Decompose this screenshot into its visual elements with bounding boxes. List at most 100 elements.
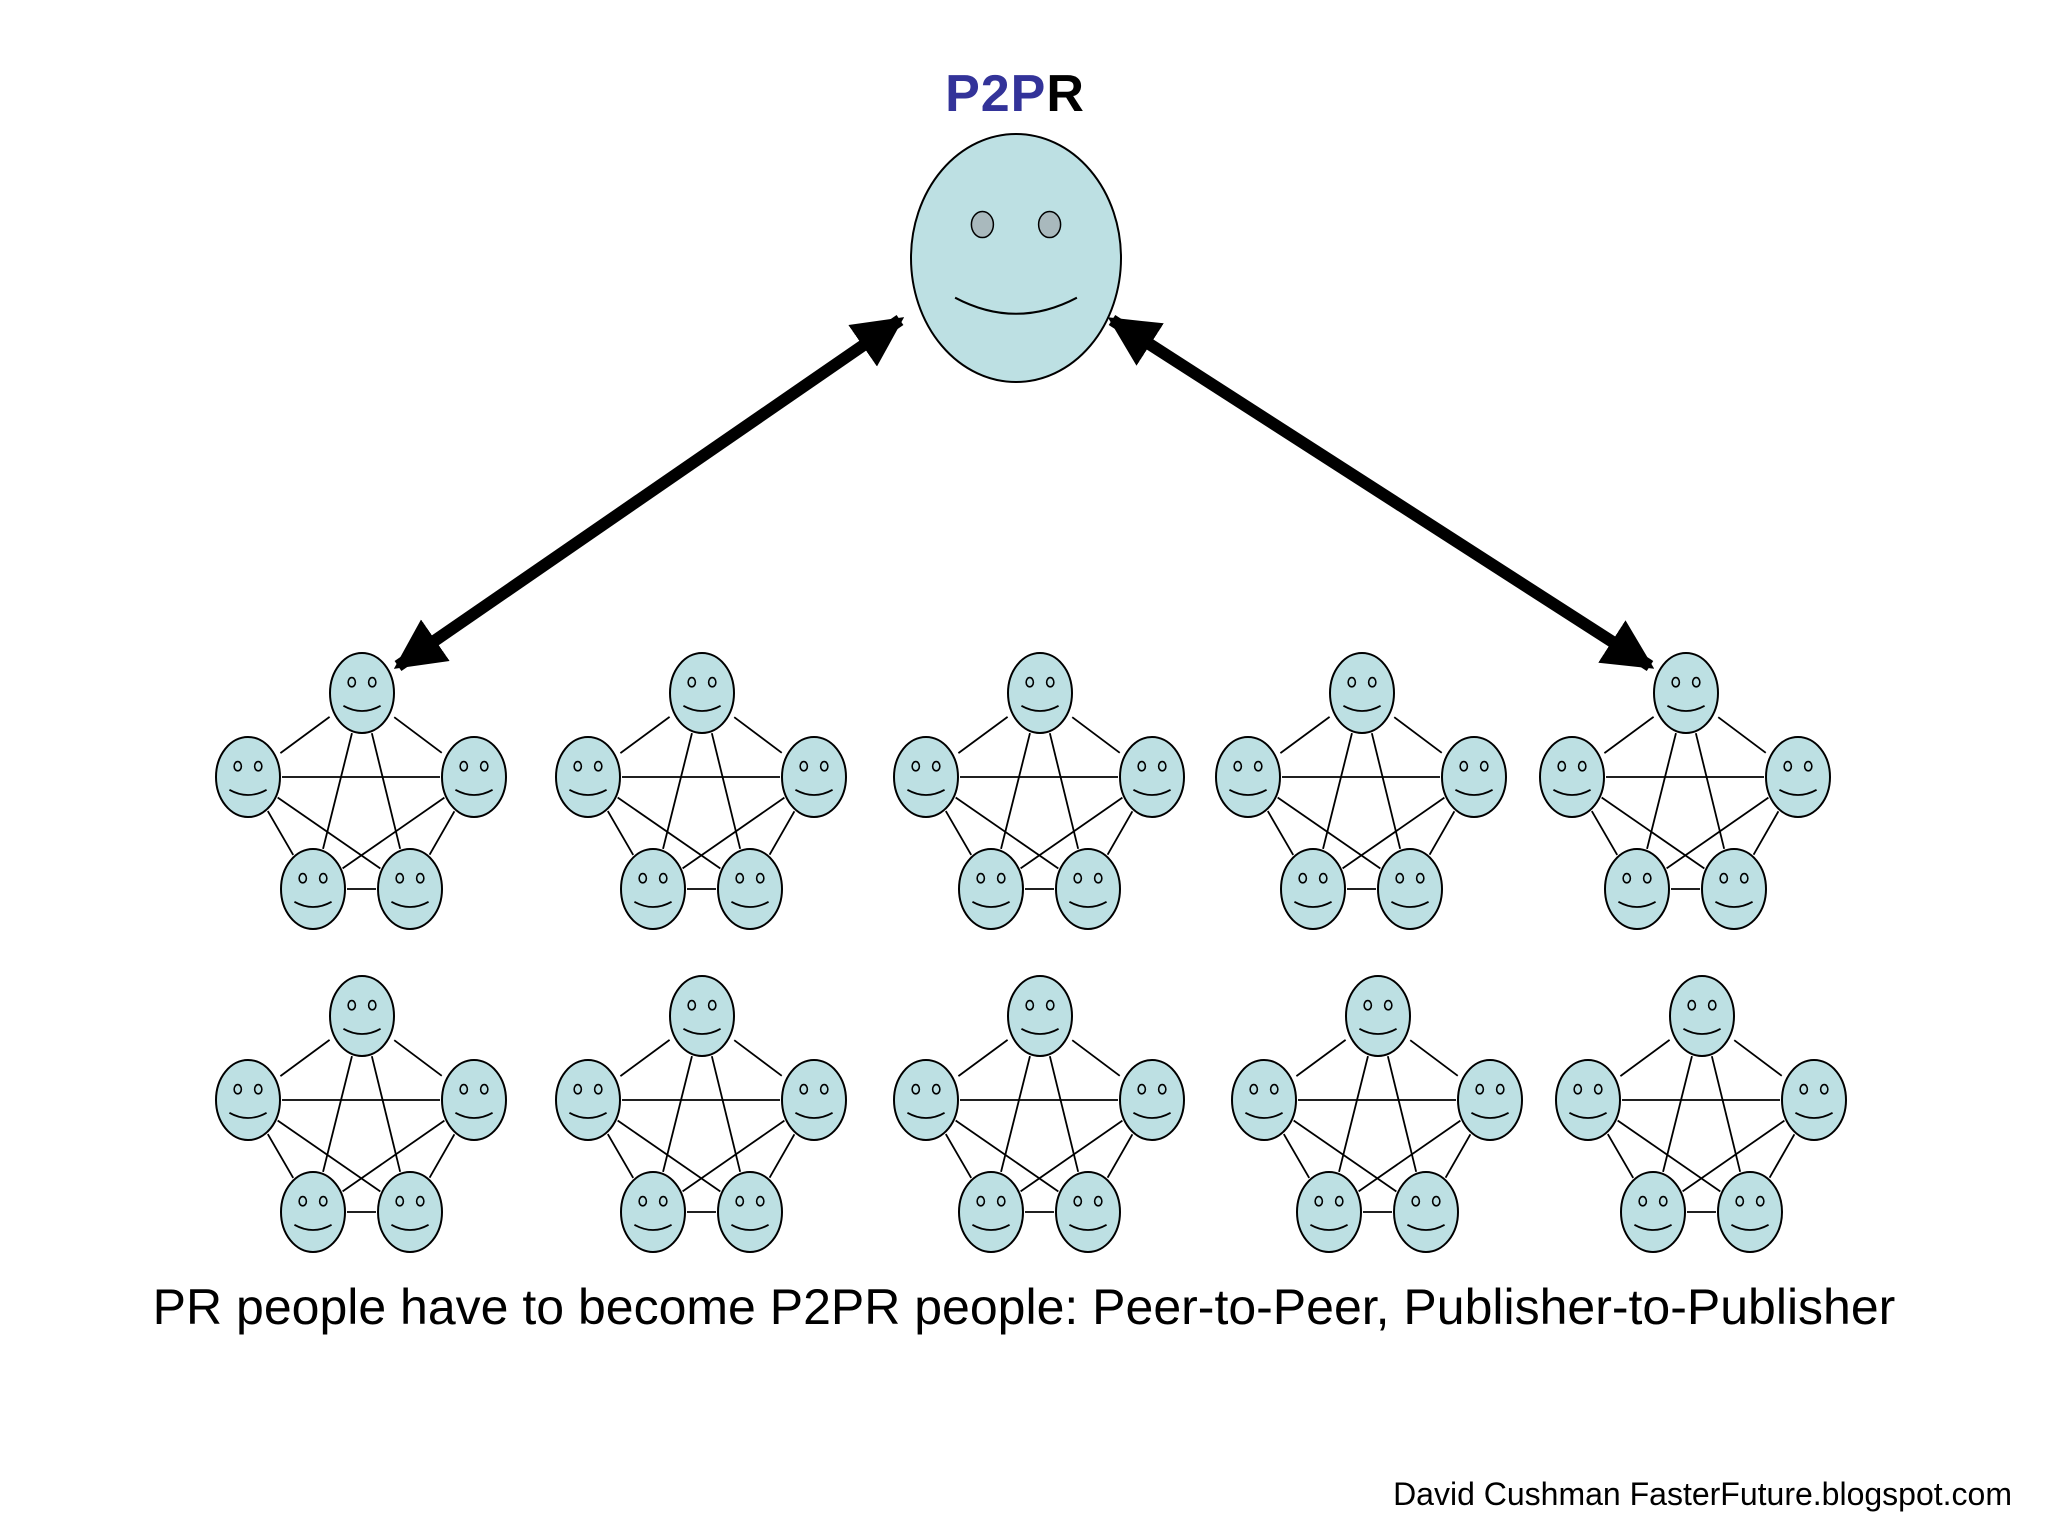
peer-link (322, 1055, 353, 1173)
peer-link (619, 1039, 671, 1077)
face-outline (1119, 736, 1185, 818)
eye-right (1045, 999, 1055, 1011)
peer-face (215, 1059, 281, 1141)
peer-face (893, 1059, 959, 1141)
hub-face (910, 133, 1122, 383)
peer-link (277, 796, 381, 870)
face-outline (717, 848, 783, 930)
smile (1634, 1224, 1672, 1231)
peer-link (1428, 810, 1456, 856)
eye-right (367, 999, 377, 1011)
peer-link (662, 1055, 693, 1173)
face-outline (280, 1171, 346, 1253)
peer-link (1338, 1055, 1369, 1173)
smile (1683, 1028, 1721, 1035)
peer-face (215, 736, 281, 818)
peer-group-1 (215, 652, 507, 930)
smile (229, 789, 267, 796)
peer-group-7 (555, 975, 847, 1253)
eye-right (1157, 760, 1167, 772)
face-outline (1393, 1171, 1459, 1253)
face-outline (1280, 848, 1346, 930)
face-outline (781, 736, 847, 818)
eye-right (1803, 760, 1813, 772)
peer-link (1601, 796, 1705, 870)
face-outline (215, 1059, 281, 1141)
eye-left (687, 999, 697, 1011)
peer-face (1231, 1059, 1297, 1141)
peer-link (1717, 716, 1767, 754)
smile (1471, 1112, 1509, 1119)
peer-link (1733, 1039, 1783, 1077)
peer-face (1555, 1059, 1621, 1141)
eye-left (1735, 1195, 1745, 1207)
eye-right (1819, 1083, 1829, 1095)
smile (569, 1112, 607, 1119)
eye-right (1495, 1083, 1505, 1095)
peer-face (1781, 1059, 1847, 1141)
peer-face (620, 1171, 686, 1253)
eye-right (479, 760, 489, 772)
peer-group-3 (893, 652, 1185, 930)
face-outline (280, 848, 346, 930)
smile (731, 901, 769, 908)
eye-right (1367, 676, 1377, 688)
peer-link (277, 1119, 381, 1193)
peer-link (428, 810, 456, 856)
peer-link (1000, 1055, 1031, 1173)
smile (954, 296, 1078, 315)
peer-link (1386, 1055, 1418, 1173)
eye-left (233, 760, 243, 772)
peer-link (617, 1119, 721, 1193)
peer-link (1071, 1039, 1121, 1077)
peer-face (1765, 736, 1831, 818)
eye-left (1459, 760, 1469, 772)
face-outline (555, 736, 621, 818)
eye-right (996, 872, 1006, 884)
face-outline (1781, 1059, 1847, 1141)
peer-link (1342, 796, 1445, 870)
smile (1407, 1224, 1445, 1231)
peer-link (1279, 716, 1331, 754)
peer-face (958, 848, 1024, 930)
face-outline (329, 652, 395, 734)
peer-face (280, 1171, 346, 1253)
smile (731, 1224, 769, 1231)
eye-right (1318, 872, 1328, 884)
face-outline (893, 1059, 959, 1141)
face-outline (329, 975, 395, 1057)
peer-link (1617, 1119, 1721, 1193)
smile (795, 789, 833, 796)
eye-left (911, 760, 921, 772)
eye-left (1249, 1083, 1259, 1095)
peer-face (1119, 736, 1185, 818)
eye-left (1298, 872, 1308, 884)
peer-link (955, 796, 1059, 870)
face-outline (555, 1059, 621, 1141)
peer-link (1603, 716, 1655, 754)
peer-link (370, 1055, 402, 1173)
peer-link (955, 1119, 1059, 1193)
face-outline (1717, 1171, 1783, 1253)
peer-face (1296, 1171, 1362, 1253)
peer-face (781, 736, 847, 818)
smile (907, 789, 945, 796)
peer-link (1409, 1039, 1459, 1077)
peer-link (1293, 1119, 1397, 1193)
peer-link (1710, 1055, 1742, 1173)
eye-left (1411, 1195, 1421, 1207)
peer-face (1620, 1171, 1686, 1253)
peer-link (682, 1119, 785, 1193)
eye-right (931, 760, 941, 772)
peer-face (1653, 652, 1719, 734)
peer-link (1682, 1119, 1785, 1193)
credit-line: David Cushman FasterFuture.blogspot.com (1393, 1476, 2012, 1512)
eye-left (1073, 1195, 1083, 1207)
peer-link (957, 716, 1009, 754)
face-outline (1055, 1171, 1121, 1253)
smile (1021, 1028, 1059, 1035)
peer-face (1441, 736, 1507, 818)
peer-link (1752, 810, 1780, 856)
smile (1391, 901, 1429, 908)
